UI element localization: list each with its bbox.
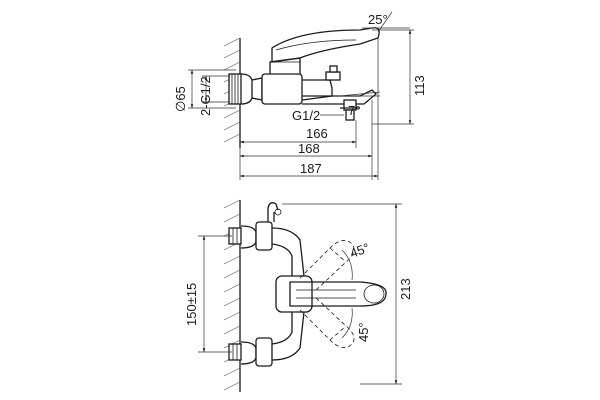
- angle-7-lines: [339, 91, 381, 97]
- diameter-label: ∅65: [173, 86, 188, 112]
- flange-diameter-dimension: [188, 69, 236, 109]
- spacing-dimension: [198, 235, 232, 353]
- angle-25-lines: [362, 11, 410, 33]
- angle-handle-label: 25°: [368, 12, 388, 27]
- length-dimensions: [239, 38, 379, 180]
- angle-spout-label: 7°: [348, 103, 360, 118]
- mixer-body-side: [251, 27, 380, 121]
- angle-arc-upper: [341, 249, 353, 281]
- handle-rotation-upper: [299, 240, 355, 293]
- upper-connection: [228, 221, 273, 251]
- angle-upper-label: 45°: [348, 240, 372, 261]
- spacing-label: 150±15: [184, 283, 199, 326]
- lower-connection: [228, 337, 273, 367]
- handle-rotation-lower: [299, 295, 355, 348]
- outlet-thread-label: G1/2: [292, 108, 320, 123]
- height-label: 113: [412, 75, 427, 96]
- length-166-label: 166: [306, 126, 328, 141]
- angle-arc-lower: [341, 307, 353, 339]
- width-label: 213: [398, 278, 413, 300]
- top-view: 45° 45° 150±15 213: [184, 199, 413, 392]
- mixer-body-top: [271, 227, 387, 361]
- shower-holder: [267, 202, 282, 222]
- height-dimension: [372, 29, 414, 125]
- angle-lower-label: 45°: [356, 322, 371, 342]
- length-187-label: 187: [300, 161, 322, 176]
- width-dimension: [282, 203, 402, 385]
- wall-flange-side: [228, 73, 253, 105]
- side-view: 25° 7° 113 ∅65 2-G1/2 G1/2: [173, 11, 427, 180]
- length-168-label: 168: [298, 141, 320, 156]
- inlet-thread-label: 2-G1/2: [198, 76, 213, 116]
